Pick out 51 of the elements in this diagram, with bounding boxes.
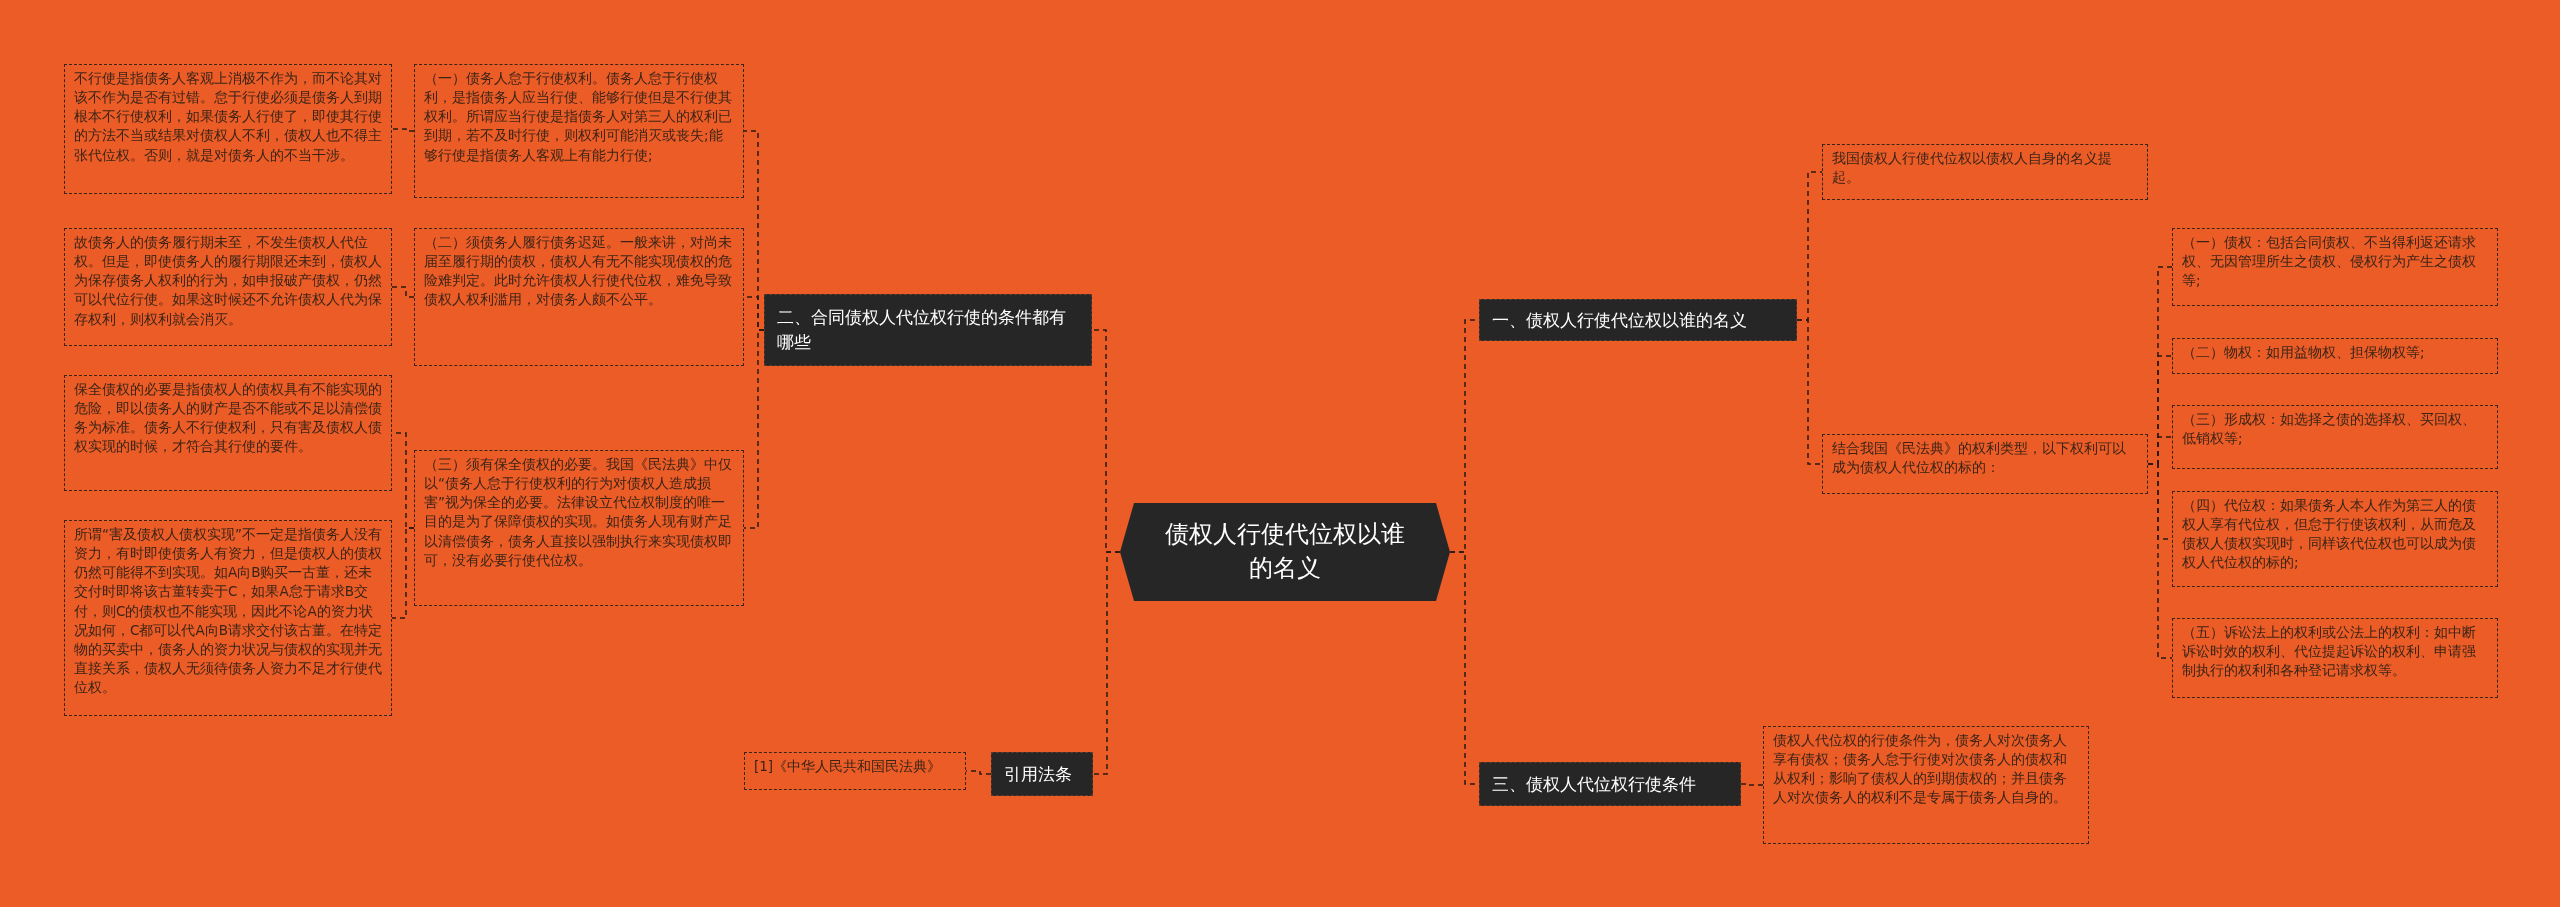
central-topic-hexagon [1120,503,1450,601]
connector-line [1740,783,1764,786]
topic-text: （二）物权：如用益物权、担保物权等; [2182,343,2425,362]
topic-text: （一）债权：包括合同债权、不当得利返还请求权、无因管理所生之债权、侵权行为产生之债权等; [2182,233,2477,291]
topic-text: 二、合同债权人代位权行使的条件都有哪些 [777,306,1067,354]
note-box [1763,726,2089,844]
topic-text: （一）债务人怠于行使权利。债务人怠于行使权利，是指债务人应当行使、能够行使但是不行使其权利。所谓应当行使是指债务人对第三人的权利已到期，若不及时行使，则权利可能消灭或丧失;能够行使是指债务人客观上有能力行使; [424,69,733,165]
note-box [414,64,744,198]
connector-line [965,770,992,775]
note-box [2172,405,2498,469]
topic-text: 所谓“害及债权人债权实现”不一定是指债务人没有资力，有时即使债务人有资力，但是债权人的债权仍然可能得不到实现。如A向B购买一古董，还未交付时即将该古董转卖于C，如果A怠于请求B交付，则C的债权也不能实现，因此不论A的资力状况如何，C都可以代A向B请求交付该古董。在特定物的买卖中，债务人的资力状况与债权的实现并无直接关系，债权人无须待债务人资力不足才行使代位权。 [74,525,382,698]
topic-text: （三）形成权：如选择之债的选择权、买回权、低销权等; [2182,410,2477,449]
topic-text: [1]《中华人民共和国民法典》 [754,757,942,776]
note-box [1822,144,2148,200]
note-box [64,375,392,491]
topic-text: （三）须有保全债权的必要。我国《民法典》中仅以“债务人怠于行使权利的行为对债权人造成损害”视为保全的必要。法律设立代位权制度的唯一目的是为了保障债权的实现。如债务人现有财产足以清偿债务，债务人直接以强制执行来实现债权即可，没有必要行使代位权。 [424,455,733,570]
branch-topic [1479,762,1741,806]
branch-topic [764,294,1092,366]
note-box [2172,228,2498,306]
topic-text: 保全债权的必要是指债权人的债权具有不能实现的危险，即以债务人的财产是否不能或不足以清偿债务为标准。债务人不行使权利，只有害及债权人债权实现的时候，才符合其行使的要件。 [74,380,382,457]
topic-text: （五）诉讼法上的权利或公法上的权利：如中断诉讼时效的权利、代位提起诉讼的权利、申请强制执行的权利和各种登记请求权等。 [2182,623,2477,681]
note-box [2172,618,2498,698]
connector-line [1092,551,1121,775]
topic-text: 引用法条 [1004,762,1072,786]
topic-text: 不行使是指债务人客观上消极不作为，而不论其对该不作为是否有过错。怠于行使必须是债务人到期根本不行使权利，如果债务人行使了，即使其行使的方法不当或结果对债权人不利，债权人也不得主张代位权。否则，就是对债务人的不当干涉。 [74,69,382,165]
connector-line [743,329,765,529]
topic-text: 一、债权人行使代位权以谁的名义 [1492,308,1747,332]
note-box [744,752,966,790]
note-box [64,64,392,194]
note-box [2172,491,2498,587]
note-box [414,228,744,366]
topic-text: （二）须债务人履行债务迟延。一般来讲，对尚未届至履行期的债权，债权人有无不能实现债权的危险难判定。此时允许债权人行使代位权，难免导致债权人权利滥用，对债务人颇不公平。 [424,233,733,310]
connector-line [2147,463,2173,659]
note-box [2172,338,2498,374]
note-box [64,520,392,716]
note-box [64,228,392,346]
note-box [1822,434,2148,494]
connector-line [391,286,415,298]
topic-text: 故债务人的债务履行期未至，不发生债权人代位权。但是，即使债务人的履行期限还未到，债权人为保存债务人权利的行为，如申报破产债权，仍然可以代位行使。如果这时候还不允许债权人代为保存权利，则权利就会消灭。 [74,233,382,329]
topic-text: 三、债权人代位权行使条件 [1492,772,1696,796]
topic-text: 结合我国《民法典》的权利类型，以下权利可以成为债权人代位权的标的： [1832,439,2127,478]
topic-text: 债权人行使代位权以谁的名义 [1164,519,1406,584]
connector-line [391,128,415,132]
topic-text: （四）代位权：如果债务人本人作为第三人的债权人享有代位权，但怠于行使该权利，从而危及债权人债权实现时，同样该代位权也可以成为债权人代位权的标的; [2182,496,2477,573]
connector-line [391,527,415,619]
connector-line [1796,319,1823,465]
topic-text: 我国债权人行使代位权以债权人自身的名义提起。 [1832,149,2113,188]
topic-text: 债权人代位权的行使条件为，债务人对次债务人享有债权；债务人怠于行使对次债务人的债权和从权利；影响了债权人的到期债权的；并且债务人对次债务人的权利不是专属于债务人自身的。 [1773,731,2068,808]
branch-topic [991,752,1093,796]
branch-topic [1479,299,1797,341]
note-box [414,450,744,606]
